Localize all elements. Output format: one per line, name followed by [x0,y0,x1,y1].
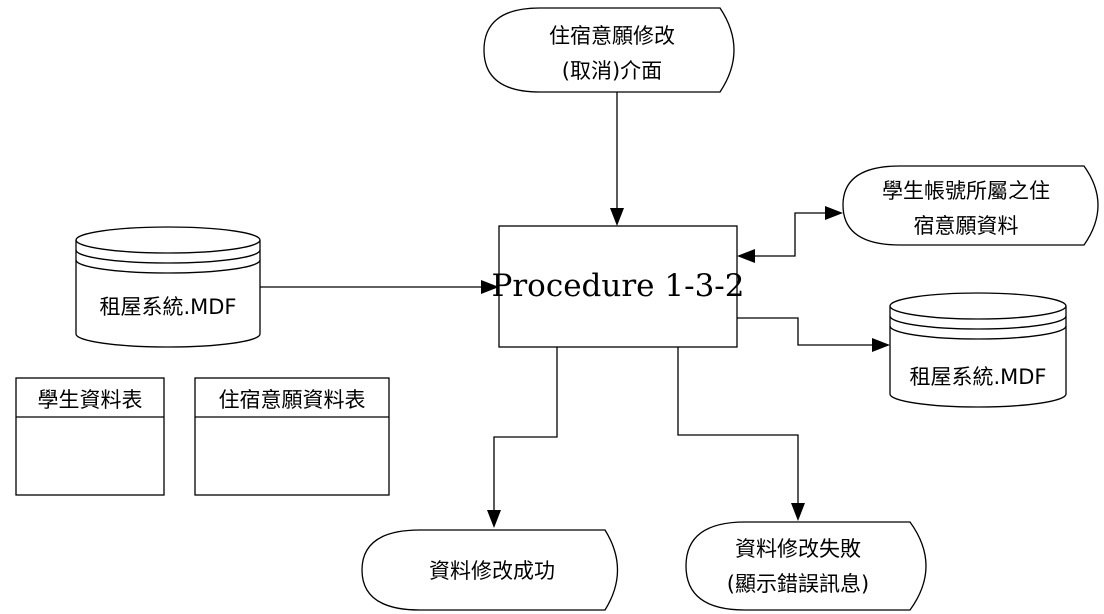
table-housing-preference: 住宿意願資料表 [194,377,390,496]
table-student-data-title: 學生資料表 [38,388,143,412]
database-left-node: 租屋系統.MDF [75,226,261,348]
table-housing-preference-title: 住宿意願資料表 [219,388,366,412]
arrow-process-to-failure [677,347,805,521]
edit-interface-node: 住宿意願修改 (取消)介面 [483,7,735,93]
database-right-label: 租屋系統.MDF [909,365,1046,389]
failure-output-node: 資料修改失敗 (顯示錯誤訊息) [685,521,927,611]
arrow-database-to-process [260,280,499,294]
database-left-label: 租屋系統.MDF [99,295,236,319]
arrow-interface-to-process [610,92,624,226]
edit-interface-label-line1: 住宿意願修改 [549,24,675,48]
edit-interface-label-line2: (取消)介面 [562,59,662,83]
arrow-process-to-success [487,347,558,528]
student-account-data-label-line1: 學生帳號所屬之住 [882,179,1050,203]
process-box: Procedure 1-3-2 [492,225,745,348]
student-account-data-node: 學生帳號所屬之住 宿意願資料 [842,165,1099,246]
table-student-data: 學生資料表 [15,377,165,496]
student-account-data-label-line2: 宿意願資料 [914,214,1019,238]
arrow-process-to-database [737,317,890,352]
success-output-node: 資料修改成功 [361,529,619,611]
arrow-process-account-data [737,206,843,263]
success-output-label: 資料修改成功 [429,559,555,583]
failure-output-label-line2: (顯示錯誤訊息) [727,572,869,596]
process-label: Procedure 1-3-2 [492,268,745,304]
database-right-node: 租屋系統.MDF [889,292,1067,408]
failure-output-label-line1: 資料修改失敗 [735,537,861,561]
